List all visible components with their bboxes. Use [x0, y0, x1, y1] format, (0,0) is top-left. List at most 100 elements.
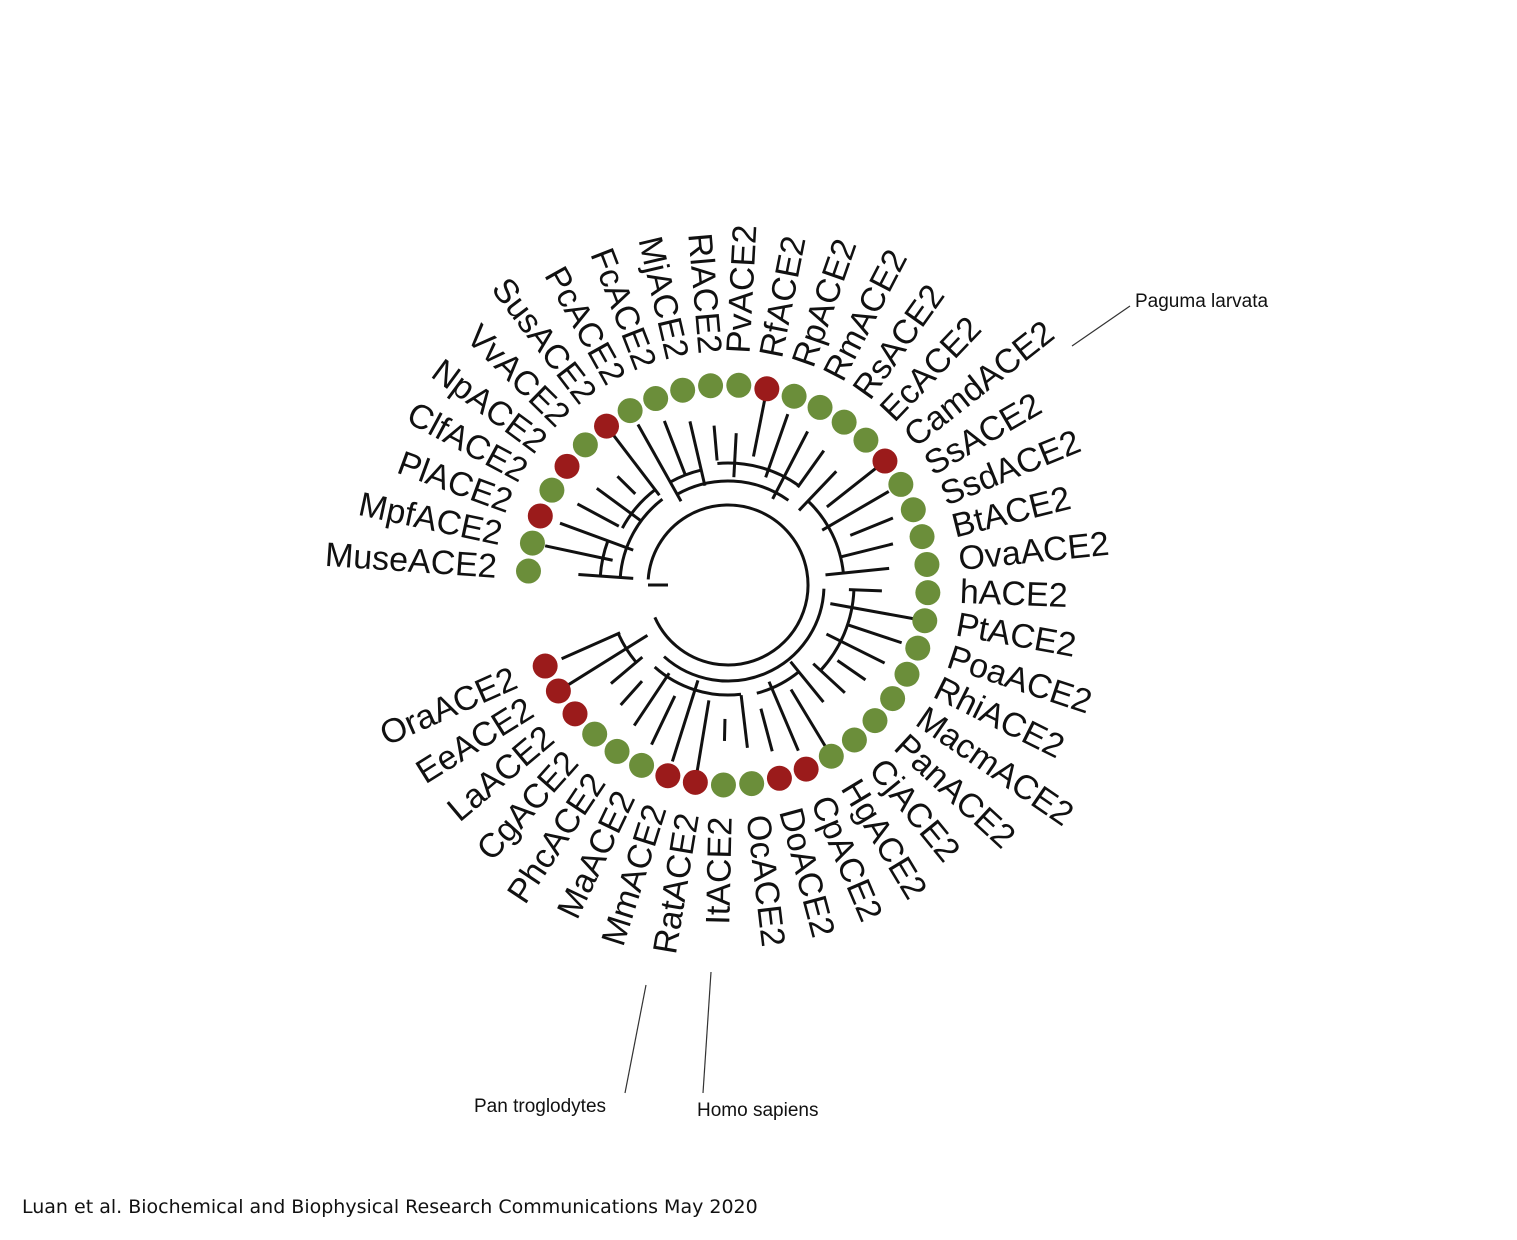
status-dot-green	[515, 558, 541, 584]
status-dot-red	[527, 503, 553, 529]
tree-branch-arc	[819, 589, 856, 672]
tree-branch-arc	[621, 488, 657, 529]
tree-branch	[578, 573, 634, 580]
tree-branch	[566, 634, 649, 687]
tree-branch	[771, 430, 809, 500]
tree-branch	[712, 425, 719, 461]
tree-branch	[836, 659, 867, 682]
tree-branch	[789, 688, 827, 747]
status-dot-green	[841, 727, 867, 753]
status-dot-red	[545, 678, 571, 704]
tree-branch	[616, 475, 637, 495]
status-dot-green	[539, 477, 565, 503]
tree-branch	[739, 695, 749, 749]
tree-branch-arc	[717, 461, 800, 487]
tree-branch	[849, 516, 894, 537]
tree-branch	[636, 423, 683, 503]
status-dot-green	[807, 394, 833, 420]
tree-branch	[560, 631, 621, 661]
status-dot-green	[818, 743, 844, 769]
tree-branch	[559, 521, 634, 552]
tree-branch-arc	[806, 499, 845, 574]
status-dot-green	[670, 377, 696, 403]
annotation-pan-troglodytes: Pan troglodytes	[474, 1096, 606, 1117]
status-dot-green	[862, 708, 888, 734]
status-dot-green	[905, 635, 931, 661]
tree-branch	[576, 502, 620, 528]
status-dot-green	[781, 383, 807, 409]
tree-branch-arc	[676, 479, 790, 502]
tree-branch-arc	[653, 665, 742, 697]
tree-branch	[825, 463, 882, 509]
annotation-line-homo	[702, 971, 712, 1094]
tree-branch	[610, 431, 661, 497]
status-dot-green	[831, 409, 857, 435]
status-dot-green	[604, 738, 630, 764]
tree-branch	[767, 681, 800, 752]
tree-branch	[764, 413, 790, 478]
status-dot-red	[562, 701, 588, 727]
status-dot-green	[572, 432, 598, 458]
status-dot-green	[853, 427, 879, 453]
status-dot-red	[766, 765, 792, 791]
tree-branch	[789, 660, 825, 703]
status-dot-red	[682, 769, 708, 795]
status-dot-green	[888, 471, 914, 497]
tree-branch	[812, 662, 846, 694]
tree-branch	[751, 399, 767, 457]
annotation-line-paguma	[1071, 305, 1131, 347]
status-dot-red	[655, 763, 681, 789]
status-dot-green	[629, 752, 655, 778]
status-dot-red	[594, 413, 620, 439]
tree-branch	[825, 632, 886, 665]
status-dot-green	[880, 686, 906, 712]
tree-branch-arc	[669, 468, 702, 484]
tree-branch	[732, 433, 738, 478]
tree-branch	[670, 679, 700, 762]
status-dot-green	[739, 771, 765, 797]
status-dot-green	[582, 721, 608, 747]
tree-branch	[595, 487, 643, 523]
status-dot-red	[754, 376, 780, 402]
status-dot-green	[900, 497, 926, 523]
tree-branch	[848, 623, 903, 645]
tree-branch	[830, 602, 917, 621]
status-dot-red	[532, 653, 558, 679]
status-dot-green	[894, 661, 920, 687]
annotation-homo-sapiens: Homo sapiens	[697, 1100, 818, 1121]
tree-branch	[796, 449, 826, 489]
status-dot-red	[554, 453, 580, 479]
status-dot-green	[519, 530, 545, 556]
status-dot-green	[643, 386, 669, 412]
tree-branch-arc	[618, 498, 664, 578]
status-dot-green	[914, 551, 940, 577]
leaf-labels: MuseACE2MpfACE2PlACE2ClfACE2NpACE2VvACE2…	[324, 224, 1111, 957]
status-dot-green	[617, 398, 643, 424]
status-dot-green	[915, 580, 941, 606]
tree-branch	[662, 420, 687, 475]
tree-branch	[610, 655, 644, 685]
leaf-label: ItACE2	[699, 816, 739, 925]
status-dot-green	[698, 373, 724, 399]
leaf-label: hACE2	[959, 573, 1068, 615]
status-dot-red	[793, 756, 819, 782]
tree-branch	[839, 542, 894, 559]
tree-branch-arc	[646, 503, 810, 667]
status-dots	[515, 372, 941, 798]
tree-branch	[825, 566, 890, 577]
tree-branch	[759, 708, 774, 752]
citation: Luan et al. Biochemical and Biophysical …	[22, 1196, 758, 1218]
species-annotations: Paguma larvata Pan troglodytes Homo sapi…	[474, 291, 1269, 1121]
status-dot-green	[909, 524, 935, 550]
tree-branch	[848, 588, 882, 593]
leaf-label: PvACE2	[720, 224, 765, 354]
status-dot-green	[912, 608, 938, 634]
tree-branch-arc	[663, 588, 826, 683]
tree-branch	[694, 700, 711, 776]
tree-branch	[619, 680, 644, 707]
status-dot-green	[726, 372, 752, 398]
status-dot-red	[872, 448, 898, 474]
tree-branch	[797, 470, 838, 512]
tree-branch	[650, 695, 677, 746]
tree-branches	[544, 399, 917, 776]
